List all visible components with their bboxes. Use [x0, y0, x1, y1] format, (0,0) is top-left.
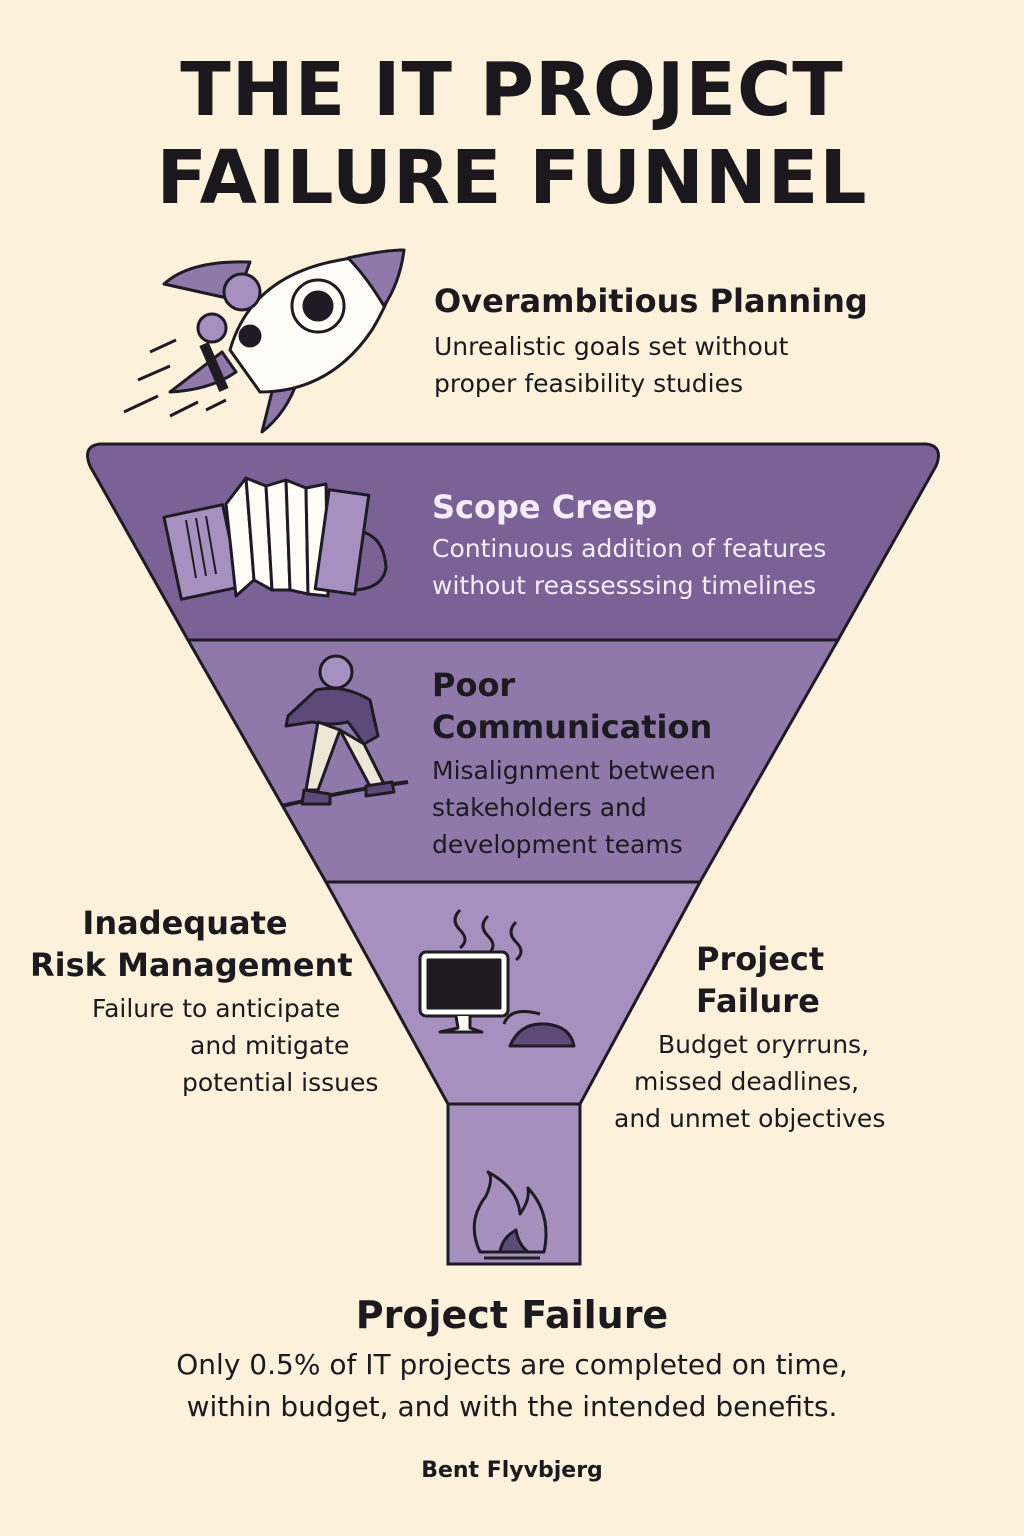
stage-description-line-1: Misalignment between [432, 756, 716, 785]
stage-title-line-1: Project [696, 940, 825, 978]
stage-description-line-3: development teams [432, 830, 683, 859]
stage-project-failure: Project Failure Budget oryrruns, missed … [608, 938, 908, 1137]
page-title-line-2: FAILURE FUNNEL [156, 135, 868, 221]
stage-description-line-2: missed deadlines, [634, 1067, 860, 1096]
snowboarder-icon [281, 654, 409, 808]
page-title-line-1: THE IT PROJECT [180, 47, 844, 133]
stage-description-line-1: Continuous addition of features [432, 534, 827, 563]
stage-description-line-2: without reassesssing timelines [432, 571, 817, 600]
stage-title-line-1: Inadequate [82, 904, 288, 942]
stage-overambitious-planning: Overambitious Planning Unrealistic goals… [434, 280, 954, 402]
conclusion: Project Failure Only 0.5% of IT projects… [0, 1290, 1024, 1428]
overheating-computer-icon [418, 908, 576, 1048]
stage-description-line-1: Budget oryrruns, [658, 1030, 870, 1059]
attribution: Bent Flyvbjerg [421, 1458, 603, 1483]
stage-title-line-2: Risk Management [30, 946, 353, 984]
stage-description-line-3: potential issues [182, 1068, 379, 1097]
stage-description-line-2: proper feasibility studies [434, 369, 743, 398]
conclusion-line-1: Only 0.5% of IT projects are completed o… [176, 1348, 848, 1381]
stage-title-line-2: Failure [696, 982, 820, 1020]
page-title: THE IT PROJECT FAILURE FUNNEL [0, 46, 1024, 222]
stage-description-line-1: Unrealistic goals set without [434, 332, 789, 361]
stage-description-line-3: and unmet objectives [614, 1104, 886, 1133]
stage-title-line-1: Poor [432, 666, 516, 704]
accordion-icon [162, 476, 388, 601]
rocket-icon [123, 248, 406, 434]
stage-title: Overambitious Planning [434, 282, 868, 320]
stage-description-line-1: Failure to anticipate [92, 994, 341, 1023]
stage-poor-communication: Poor Communication Misalignment between … [432, 664, 752, 863]
stage-title-line-2: Communication [432, 708, 713, 746]
conclusion-title: Project Failure [355, 1293, 669, 1337]
conclusion-line-2: within budget, and with the intended ben… [186, 1390, 838, 1423]
stage-scope-creep: Scope Creep Continuous addition of featu… [432, 486, 872, 604]
stage-title: Scope Creep [432, 488, 658, 526]
fire-icon [472, 1170, 548, 1260]
stage-description-line-2: stakeholders and [432, 793, 647, 822]
stage-inadequate-risk-management: Inadequate Risk Management Failure to an… [20, 902, 400, 1101]
stage-description-line-2: and mitigate [190, 1031, 350, 1060]
